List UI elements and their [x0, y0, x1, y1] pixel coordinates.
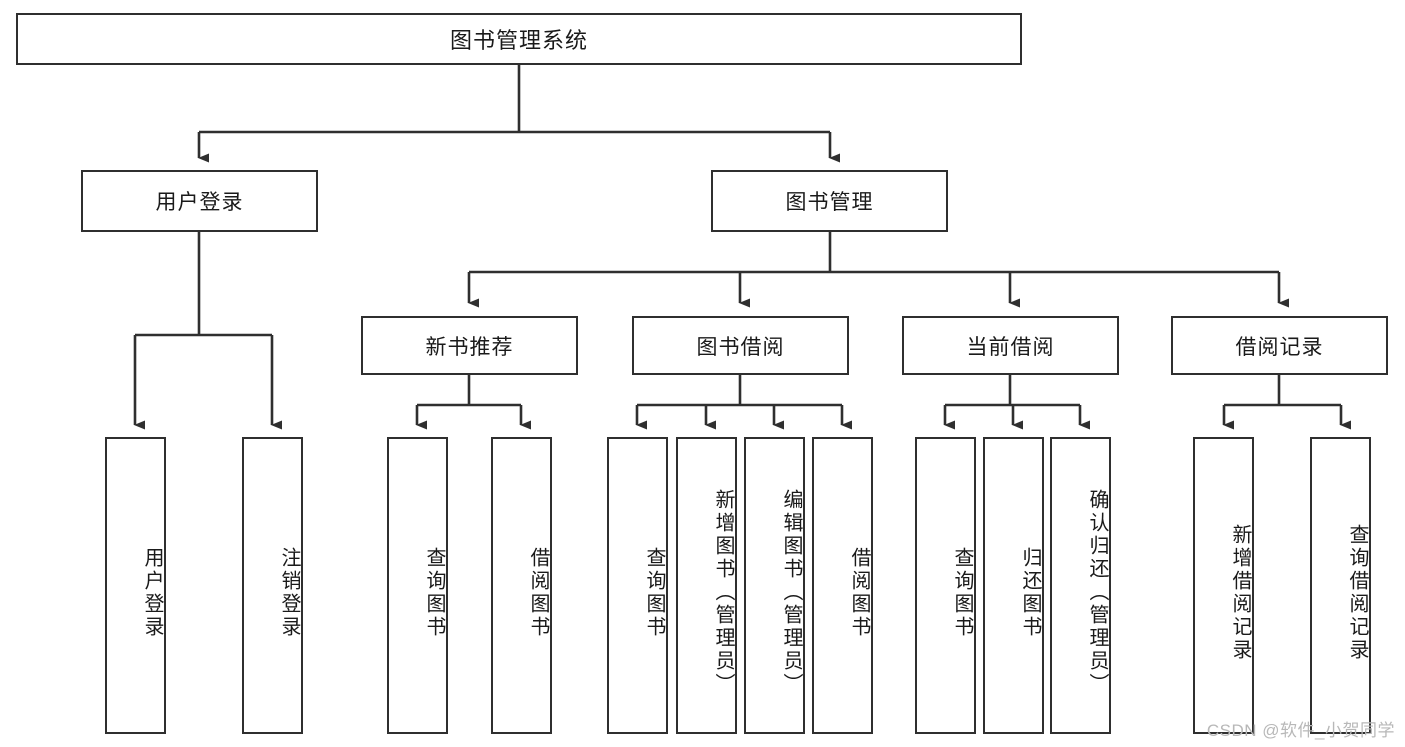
node-label: 新增图书（管理员）: [712, 489, 734, 696]
node-label: 查询图书: [951, 546, 973, 639]
leaf-current-query-book[interactable]: 查询图书: [915, 437, 976, 734]
watermark-text: CSDN @软件_小贺同学: [1206, 721, 1395, 740]
node-label: 编辑图书（管理员）: [780, 489, 802, 696]
node-user-login[interactable]: 用户登录: [81, 170, 318, 232]
node-book-borrow[interactable]: 图书借阅: [632, 316, 849, 375]
node-label: 新书推荐: [425, 335, 514, 359]
node-current-borrow[interactable]: 当前借阅: [902, 316, 1119, 375]
node-label: 新增借阅记录: [1229, 523, 1251, 662]
node-borrow-record[interactable]: 借阅记录: [1171, 316, 1388, 375]
leaf-recommend-borrow-book[interactable]: 借阅图书: [491, 437, 552, 734]
leaf-current-return-book[interactable]: 归还图书: [983, 437, 1044, 734]
node-book-management[interactable]: 图书管理: [711, 170, 948, 232]
leaf-current-confirm-return-admin[interactable]: 确认归还（管理员）: [1050, 437, 1111, 734]
node-new-book-recommend[interactable]: 新书推荐: [361, 316, 578, 375]
node-label: 查询借阅记录: [1346, 523, 1368, 662]
node-label: 图书管理系统: [449, 28, 588, 53]
node-label: 用户登录: [141, 546, 163, 639]
node-label: 借阅图书: [527, 546, 549, 639]
node-label: 查询图书: [423, 546, 445, 639]
node-label: 借阅图书: [848, 546, 870, 639]
node-root-system[interactable]: 图书管理系统: [16, 13, 1022, 65]
node-label: 查询图书: [643, 546, 665, 639]
node-label: 当前借阅: [966, 335, 1055, 359]
leaf-borrow-edit-book-admin[interactable]: 编辑图书（管理员）: [744, 437, 805, 734]
node-label: 图书管理: [785, 191, 874, 214]
node-label: 确认归还（管理员）: [1086, 489, 1108, 696]
node-label: 用户登录: [155, 191, 244, 214]
leaf-borrow-query-book[interactable]: 查询图书: [607, 437, 668, 734]
leaf-borrow-borrow-book[interactable]: 借阅图书: [812, 437, 873, 734]
node-label: 图书借阅: [696, 335, 785, 359]
node-label: 注销登录: [278, 546, 300, 639]
node-label: 归还图书: [1019, 546, 1041, 639]
node-label: 借阅记录: [1235, 335, 1324, 359]
leaf-user-login-signout[interactable]: 注销登录: [242, 437, 303, 734]
leaf-record-add-record[interactable]: 新增借阅记录: [1193, 437, 1254, 734]
leaf-borrow-add-book-admin[interactable]: 新增图书（管理员）: [676, 437, 737, 734]
leaf-user-login-signin[interactable]: 用户登录: [105, 437, 166, 734]
leaf-recommend-query-book[interactable]: 查询图书: [387, 437, 448, 734]
leaf-record-query-record[interactable]: 查询借阅记录: [1310, 437, 1371, 734]
